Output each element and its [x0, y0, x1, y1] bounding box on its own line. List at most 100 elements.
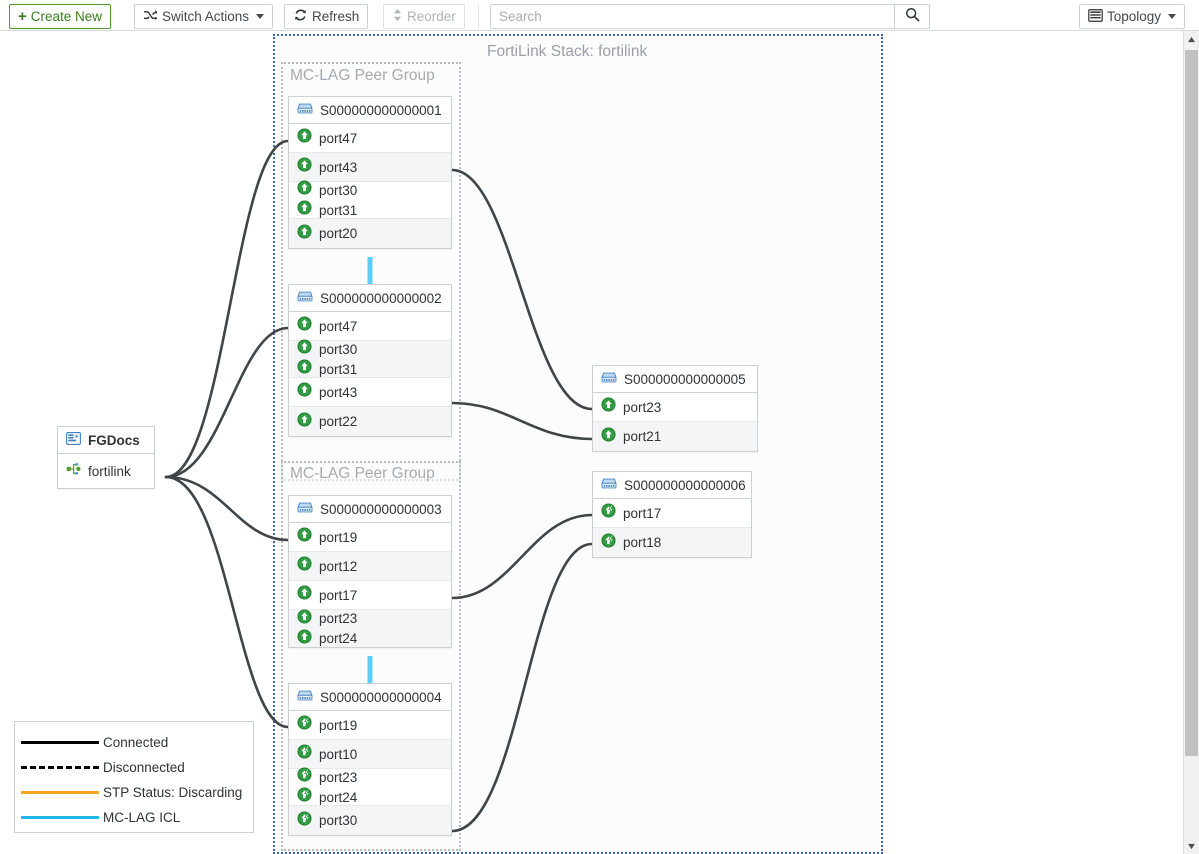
fortilink-stack-title: FortiLink Stack: fortilink — [487, 43, 648, 60]
switch-port[interactable]: port17 — [297, 585, 443, 605]
view-mode-button[interactable]: Topology — [1078, 4, 1185, 29]
search-input[interactable] — [490, 4, 894, 29]
switch-port-label: port43 — [319, 384, 358, 400]
switch-header[interactable]: S000000000000005 — [593, 366, 757, 393]
switch-port[interactable]: port24 — [297, 628, 443, 649]
port-up-icon — [297, 157, 312, 177]
refresh-button[interactable]: Refresh — [284, 4, 369, 29]
port-up-icon — [297, 628, 312, 649]
switch-port[interactable]: port22 — [297, 411, 443, 432]
switch-port[interactable]: port23 — [297, 767, 443, 787]
switch-port[interactable]: port20 — [297, 223, 443, 244]
switch-port[interactable]: port43 — [297, 157, 443, 177]
port-up-icon — [297, 359, 312, 379]
port-up-icon — [297, 339, 312, 359]
switch-header[interactable]: S000000000000002 — [289, 285, 451, 312]
switch-port[interactable]: port12 — [297, 556, 443, 576]
switch-port-label: port31 — [319, 361, 358, 377]
legend-label: MC-LAG ICL — [103, 810, 181, 825]
switch-node-3[interactable]: S000000000000003 port19 port12 port17 port23… — [288, 495, 452, 648]
switch-port[interactable]: port30 — [297, 339, 443, 359]
switch-icon — [297, 501, 313, 517]
switch-actions-button[interactable]: Switch Actions — [134, 4, 274, 29]
switch-port-row[interactable]: port19 — [289, 523, 451, 552]
switch-port-row[interactable]: port21 — [593, 422, 757, 451]
gateway-device-header[interactable]: FGDocs — [58, 427, 154, 454]
port-up-icon — [601, 426, 616, 447]
switch-port-row[interactable]: port18 — [593, 528, 751, 557]
switch-port-row[interactable]: port30 port31 — [289, 339, 451, 379]
legend-row: Disconnected — [21, 755, 247, 780]
switch-port-row[interactable]: port20 — [289, 219, 451, 248]
reorder-button: Reorder — [383, 4, 465, 29]
switch-node-2[interactable]: S000000000000002 port47 port30 port31 port43… — [288, 284, 452, 437]
scroll-up-arrow-icon[interactable] — [1184, 31, 1199, 47]
switch-port-row[interactable]: port30 — [289, 806, 451, 835]
port-up-icon — [297, 200, 312, 220]
switch-port[interactable]: port30 — [297, 180, 443, 200]
switch-port[interactable]: port21 — [601, 426, 749, 447]
switch-header[interactable]: S000000000000001 — [289, 97, 451, 124]
switch-port[interactable]: port19 — [297, 715, 443, 735]
gateway-node[interactable]: FGDocs fortilink — [57, 426, 155, 489]
switch-port[interactable]: port18 — [601, 532, 743, 553]
switch-node-5[interactable]: S000000000000005 port23 port21 — [592, 365, 758, 452]
switch-port-row[interactable]: port17 — [593, 499, 751, 528]
switch-port-row[interactable]: port47 — [289, 312, 451, 341]
switch-port[interactable]: port30 — [297, 810, 443, 831]
switch-port[interactable]: port19 — [297, 527, 443, 547]
switch-port[interactable]: port31 — [297, 359, 443, 379]
create-new-label: Create New — [30, 9, 103, 24]
switch-serial: S000000000000002 — [320, 290, 442, 306]
scrollbar-thumb[interactable] — [1185, 50, 1198, 756]
port-up-poe-icon — [297, 787, 312, 807]
switch-header[interactable]: S000000000000006 — [593, 472, 751, 499]
reorder-label: Reorder — [407, 9, 456, 24]
switch-header[interactable]: S000000000000003 — [289, 496, 451, 523]
switch-port-row[interactable]: port19 — [289, 711, 451, 740]
create-new-button[interactable]: + Create New — [9, 4, 112, 29]
switch-header[interactable]: S000000000000004 — [289, 684, 451, 711]
topology-canvas[interactable]: FortiLink Stack: fortilink MC-LAG Peer G… — [0, 31, 1183, 854]
gateway-interface-row[interactable]: fortilink — [58, 454, 154, 488]
legend-row: MC-LAG ICL — [21, 805, 247, 830]
switch-port-label: port19 — [319, 717, 358, 733]
switch-port[interactable]: port23 — [601, 397, 749, 417]
switch-port-label: port19 — [319, 529, 358, 545]
switch-port-row[interactable]: port47 — [289, 124, 451, 153]
switch-port-row[interactable]: port43 — [289, 378, 451, 407]
switch-port-row[interactable]: port23 — [593, 393, 757, 422]
switch-port-label: port18 — [623, 535, 662, 550]
switch-port[interactable]: port31 — [297, 200, 443, 220]
switch-port-label: port21 — [623, 429, 662, 444]
switch-port[interactable]: port10 — [297, 744, 443, 764]
switch-port-row[interactable]: port12 — [289, 552, 451, 581]
switch-port[interactable]: port24 — [297, 787, 443, 807]
switch-icon — [297, 689, 313, 705]
switch-port-row[interactable]: port22 — [289, 407, 451, 436]
switch-port[interactable]: port47 — [297, 128, 443, 148]
switch-port-row[interactable]: port10 — [289, 740, 451, 769]
switch-port-row[interactable]: port17 — [289, 581, 451, 610]
legend-label: Disconnected — [103, 760, 185, 775]
switch-port[interactable]: port43 — [297, 382, 443, 402]
switch-node-6[interactable]: S000000000000006 port17 port18 — [592, 471, 752, 558]
switch-port[interactable]: port47 — [297, 316, 443, 336]
list-view-icon — [1088, 8, 1103, 25]
switch-icon — [601, 477, 617, 493]
switch-port-row[interactable]: port43 — [289, 153, 451, 182]
switch-port-label: port47 — [319, 318, 358, 334]
switch-port[interactable]: port23 — [297, 608, 443, 629]
scroll-down-arrow-icon[interactable] — [1184, 838, 1199, 854]
search-button[interactable] — [894, 4, 930, 29]
mclag-peer-group-2-title: MC-LAG Peer Group — [290, 465, 435, 482]
switch-port[interactable]: port17 — [601, 503, 743, 523]
port-up-icon — [297, 608, 312, 629]
vertical-scrollbar[interactable] — [1183, 31, 1199, 854]
